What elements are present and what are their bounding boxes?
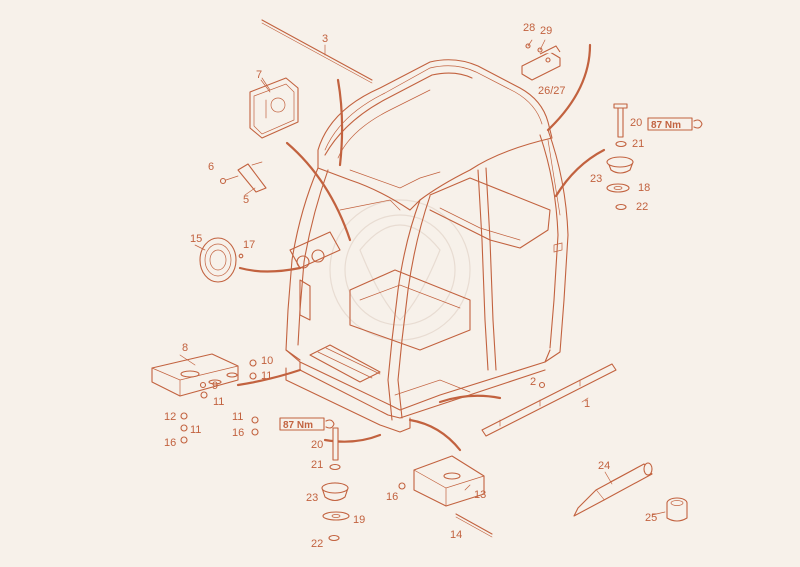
callout-15a: 16 [164,437,176,449]
callout-21a: 21 [632,138,644,150]
callout-18: 18 [638,182,650,194]
callout-2: 2 [530,376,536,388]
torque-label-left: 87 Nm [279,417,335,431]
callout-26-27: 26/27 [538,85,566,97]
wrench-icon-left [325,419,335,429]
torque-label-right: 87 Nm [647,117,703,131]
callout-24: 24 [598,460,610,472]
callout-23b: 23 [306,492,318,504]
callout-6: 6 [208,161,214,173]
part-1-rail [481,363,617,437]
callout-28: 28 [523,22,535,34]
part-26-27-latch [521,43,561,81]
callout-11a: 11 [261,370,272,382]
wrench-icon [693,119,703,129]
callout-22a: 22 [636,201,648,213]
callout-10: 10 [261,355,273,367]
assembly-arrows [236,43,606,452]
callout-7: 7 [256,69,262,81]
callout-11c: 11 [190,424,201,436]
callout-25: 25 [645,512,657,524]
callout-12: 12 [164,411,176,423]
callout-22b: 22 [311,538,323,550]
callout-23a: 23 [590,173,602,185]
callout-13: 13 [474,489,486,501]
cab-frame [285,59,569,433]
part-16-dial [199,237,244,283]
svg-text:87 Nm: 87 Nm [283,420,313,431]
callout-9: 9 [212,380,218,392]
callout-11d: 11 [232,411,243,423]
mount-stack-bottom [321,427,350,542]
callout-8: 8 [182,342,188,354]
part-13-block [398,455,485,507]
callout-5: 5 [243,194,249,206]
callout-3: 3 [322,33,328,45]
callout-20a: 20 [630,117,642,129]
leader-lines [179,39,666,516]
callout-14: 14 [450,529,462,541]
part-5-bracket [219,161,267,193]
callout-15c: 16 [386,491,398,503]
callout-16: 15 [190,233,202,245]
callout-21b: 21 [311,459,323,471]
callout-1: 1 [584,398,590,410]
part-7-panel [249,77,299,139]
callout-29: 29 [540,25,552,37]
callout-17: 17 [243,239,255,251]
svg-text:87 Nm: 87 Nm [651,120,681,131]
callout-11b: 11 [213,396,224,408]
part-25-can [666,497,688,522]
part-24-tube [573,462,653,517]
part-14-bolt [455,513,493,538]
callout-labels: 1 2 3 5 6 7 8 9 10 11 11 12 11 16 11 16 … [164,22,657,550]
part-8-bracket [151,353,239,397]
callout-20b: 20 [311,439,323,451]
watermark [329,199,471,341]
callout-15b: 16 [232,427,244,439]
callout-19: 19 [353,514,365,526]
mount-stack-right [606,103,634,211]
stack-left [180,359,259,444]
part-3-rod [261,19,373,84]
